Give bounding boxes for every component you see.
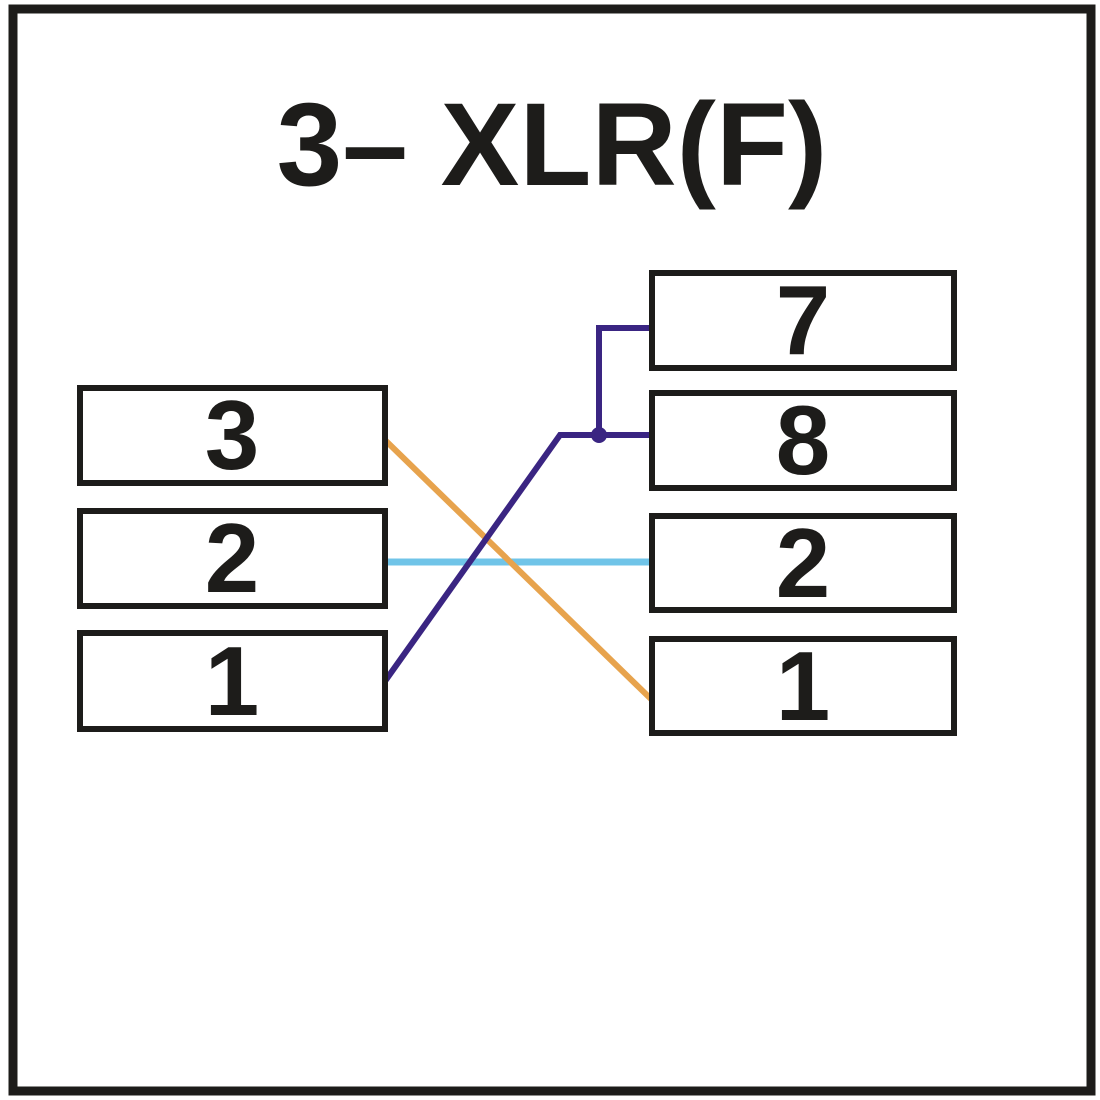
diagram-border	[8, 4, 1096, 1096]
right-pin-7-label: 7	[776, 265, 831, 375]
wire-left3-to-right1	[382, 437, 655, 703]
diagram-title: 3– XLR(F)	[277, 79, 828, 211]
wire-left1-to-right8	[380, 432, 652, 686]
left-pin-3-label: 3	[205, 380, 260, 490]
wire-junction-dot	[591, 427, 607, 443]
wire-branch-to-right7	[596, 325, 652, 435]
right-pin-7-box	[649, 270, 957, 371]
right-pin-1-label: 1	[776, 631, 831, 741]
left-pin-3-box	[77, 385, 388, 486]
right-pin-8-box	[649, 390, 957, 491]
right-pin-2-box	[649, 513, 957, 613]
right-pin-8-label: 8	[776, 385, 831, 495]
left-pin-1-box	[77, 630, 388, 732]
right-pin-2-label: 2	[776, 508, 831, 618]
left-pin-2-box	[77, 508, 388, 609]
right-pin-1-box	[649, 636, 957, 736]
left-pin-1-label: 1	[205, 626, 260, 736]
left-pin-2-label: 2	[205, 503, 260, 613]
